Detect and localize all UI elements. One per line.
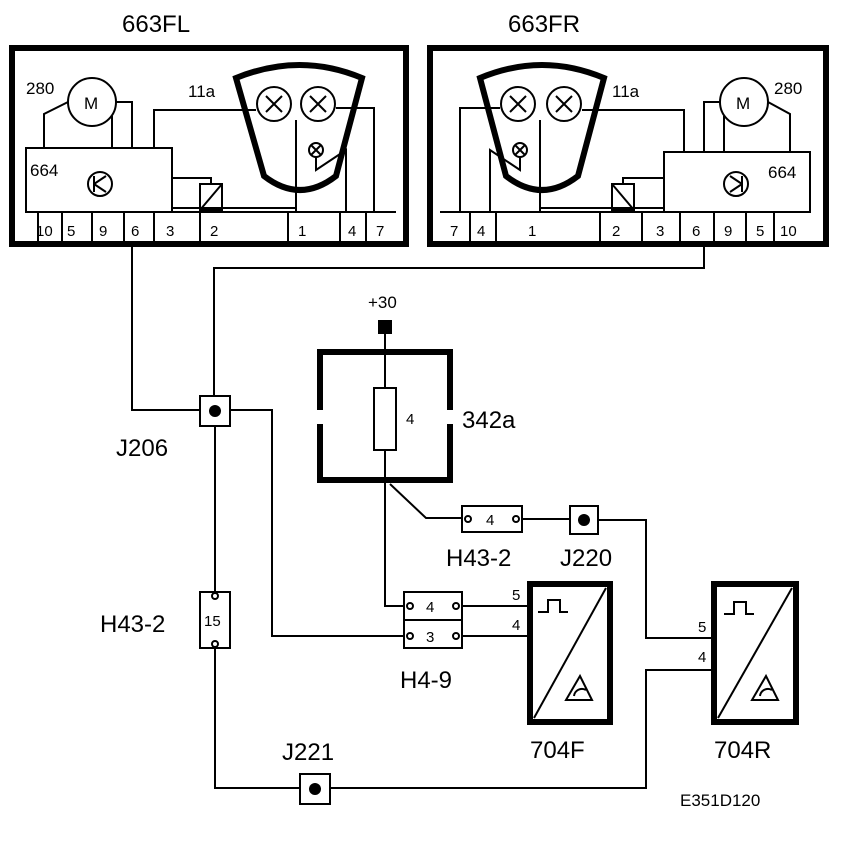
wire-right-pin6-trunk: [213, 244, 705, 396]
704f-angle-icon: [564, 673, 594, 701]
left-transistor-leads: [93, 175, 107, 193]
704f-label: 704F: [530, 737, 585, 764]
h43-mid-label: H43-2: [446, 545, 511, 572]
left-indicator-wire: [315, 148, 347, 212]
left-pin-6: 6: [131, 223, 139, 240]
right-bulb-feed: [582, 109, 685, 152]
left-pin-10: 10: [36, 223, 53, 240]
right-pin-6: 6: [692, 223, 700, 240]
right-bulb-a: [500, 86, 536, 122]
left-bulb-feed: [153, 109, 256, 148]
left-unit-frame: [9, 45, 409, 247]
fuse-box-label: 342a: [462, 407, 516, 434]
right-pin-2: 2: [612, 223, 620, 240]
704r-pin5-label: 5: [698, 619, 706, 636]
left-unit-label: 663FL: [122, 11, 190, 38]
reference-code: E351D120: [680, 791, 760, 810]
left-module-label: 664: [30, 161, 58, 180]
left-headlamp-housing: [232, 62, 366, 193]
left-bulb-label: 11a: [188, 82, 216, 101]
fuse: [373, 387, 397, 451]
704r-angle-icon: [750, 673, 780, 701]
left-pin-3: 3: [166, 223, 174, 240]
704r-pulse-icon: [724, 601, 754, 615]
h4-9-label: H4-9: [400, 667, 452, 694]
left-motor-wire-a: [43, 101, 69, 148]
704r-label: 704R: [714, 737, 771, 764]
wire-j220-704r: [598, 519, 712, 639]
704f-pulse-icon: [538, 599, 568, 613]
left-motor-label: 280: [26, 79, 54, 98]
left-relay-wire: [172, 177, 212, 184]
right-pin-4: 4: [477, 223, 485, 240]
j221-dot: [309, 783, 321, 795]
fuse-number: 4: [406, 411, 414, 428]
wire-left-pin6-j206: [131, 244, 200, 411]
wire-fuse-h43-mid: [389, 483, 462, 519]
wire-j221-704r: [330, 669, 712, 789]
left-pin-9: 9: [99, 223, 107, 240]
right-unit-frame: [427, 45, 829, 247]
left-bulb-a: [256, 86, 292, 122]
j220-label: J220: [560, 545, 612, 572]
right-pin-row: [440, 211, 810, 244]
supply-label: +30: [368, 293, 397, 312]
right-bulb-label: 11a: [612, 82, 640, 101]
h43-left-label: H43-2: [100, 611, 165, 638]
right-motor-letter: M: [736, 94, 750, 113]
right-pin-1: 1: [528, 223, 536, 240]
right-motor-wire-c: [767, 101, 791, 152]
wire-fuse-h4-9: [384, 480, 404, 607]
right-motor-label: 280: [774, 79, 802, 98]
j220-dot: [578, 514, 590, 526]
right-pin-5: 5: [756, 223, 764, 240]
right-headlamp-housing: [476, 62, 608, 193]
j206-dot: [209, 405, 221, 417]
supply-terminal: [378, 320, 392, 334]
j221-label: J221: [282, 739, 334, 766]
left-bulb-b-wire: [336, 107, 375, 212]
wire-j206-h4-9: [230, 409, 404, 637]
h43-mid-pin: 4: [486, 512, 494, 529]
left-motor-letter: M: [84, 94, 98, 113]
left-pin-5: 5: [67, 223, 75, 240]
right-pin-3: 3: [656, 223, 664, 240]
right-unit-label: 663FR: [508, 11, 580, 38]
right-transistor-leads: [729, 175, 743, 193]
right-bulb-a-wire: [459, 107, 500, 212]
h4-9-pin-4: 4: [426, 599, 434, 616]
right-module: [663, 151, 811, 213]
sensor-704r: [711, 581, 799, 725]
704f-pin4-label: 4: [512, 617, 520, 634]
right-indicator-wire: [489, 148, 521, 212]
704f-pin5-label: 5: [512, 587, 520, 604]
right-pin-9: 9: [724, 223, 732, 240]
right-bulb-b: [546, 86, 582, 122]
right-pin-10: 10: [780, 223, 797, 240]
sensor-704f: [527, 581, 613, 725]
left-pin-7: 7: [376, 223, 384, 240]
right-transistor-icon: [723, 171, 749, 197]
left-pin-1: 1: [298, 223, 306, 240]
left-motor-wire-b: [116, 101, 133, 148]
h4-9-pin-3: 3: [426, 629, 434, 646]
left-pin-2: 2: [210, 223, 218, 240]
left-transistor-icon: [87, 171, 113, 197]
right-module-label: 664: [768, 163, 796, 182]
right-motor-wire-a: [703, 101, 720, 152]
h43-left-pin: 15: [204, 613, 221, 630]
j206-label: J206: [116, 435, 168, 462]
right-pin-7: 7: [450, 223, 458, 240]
wire-h43-j221: [214, 648, 300, 789]
right-relay-wire: [622, 177, 664, 184]
left-pin-4: 4: [348, 223, 356, 240]
left-bulb-b: [300, 86, 336, 122]
704r-pin4-label: 4: [698, 649, 706, 666]
